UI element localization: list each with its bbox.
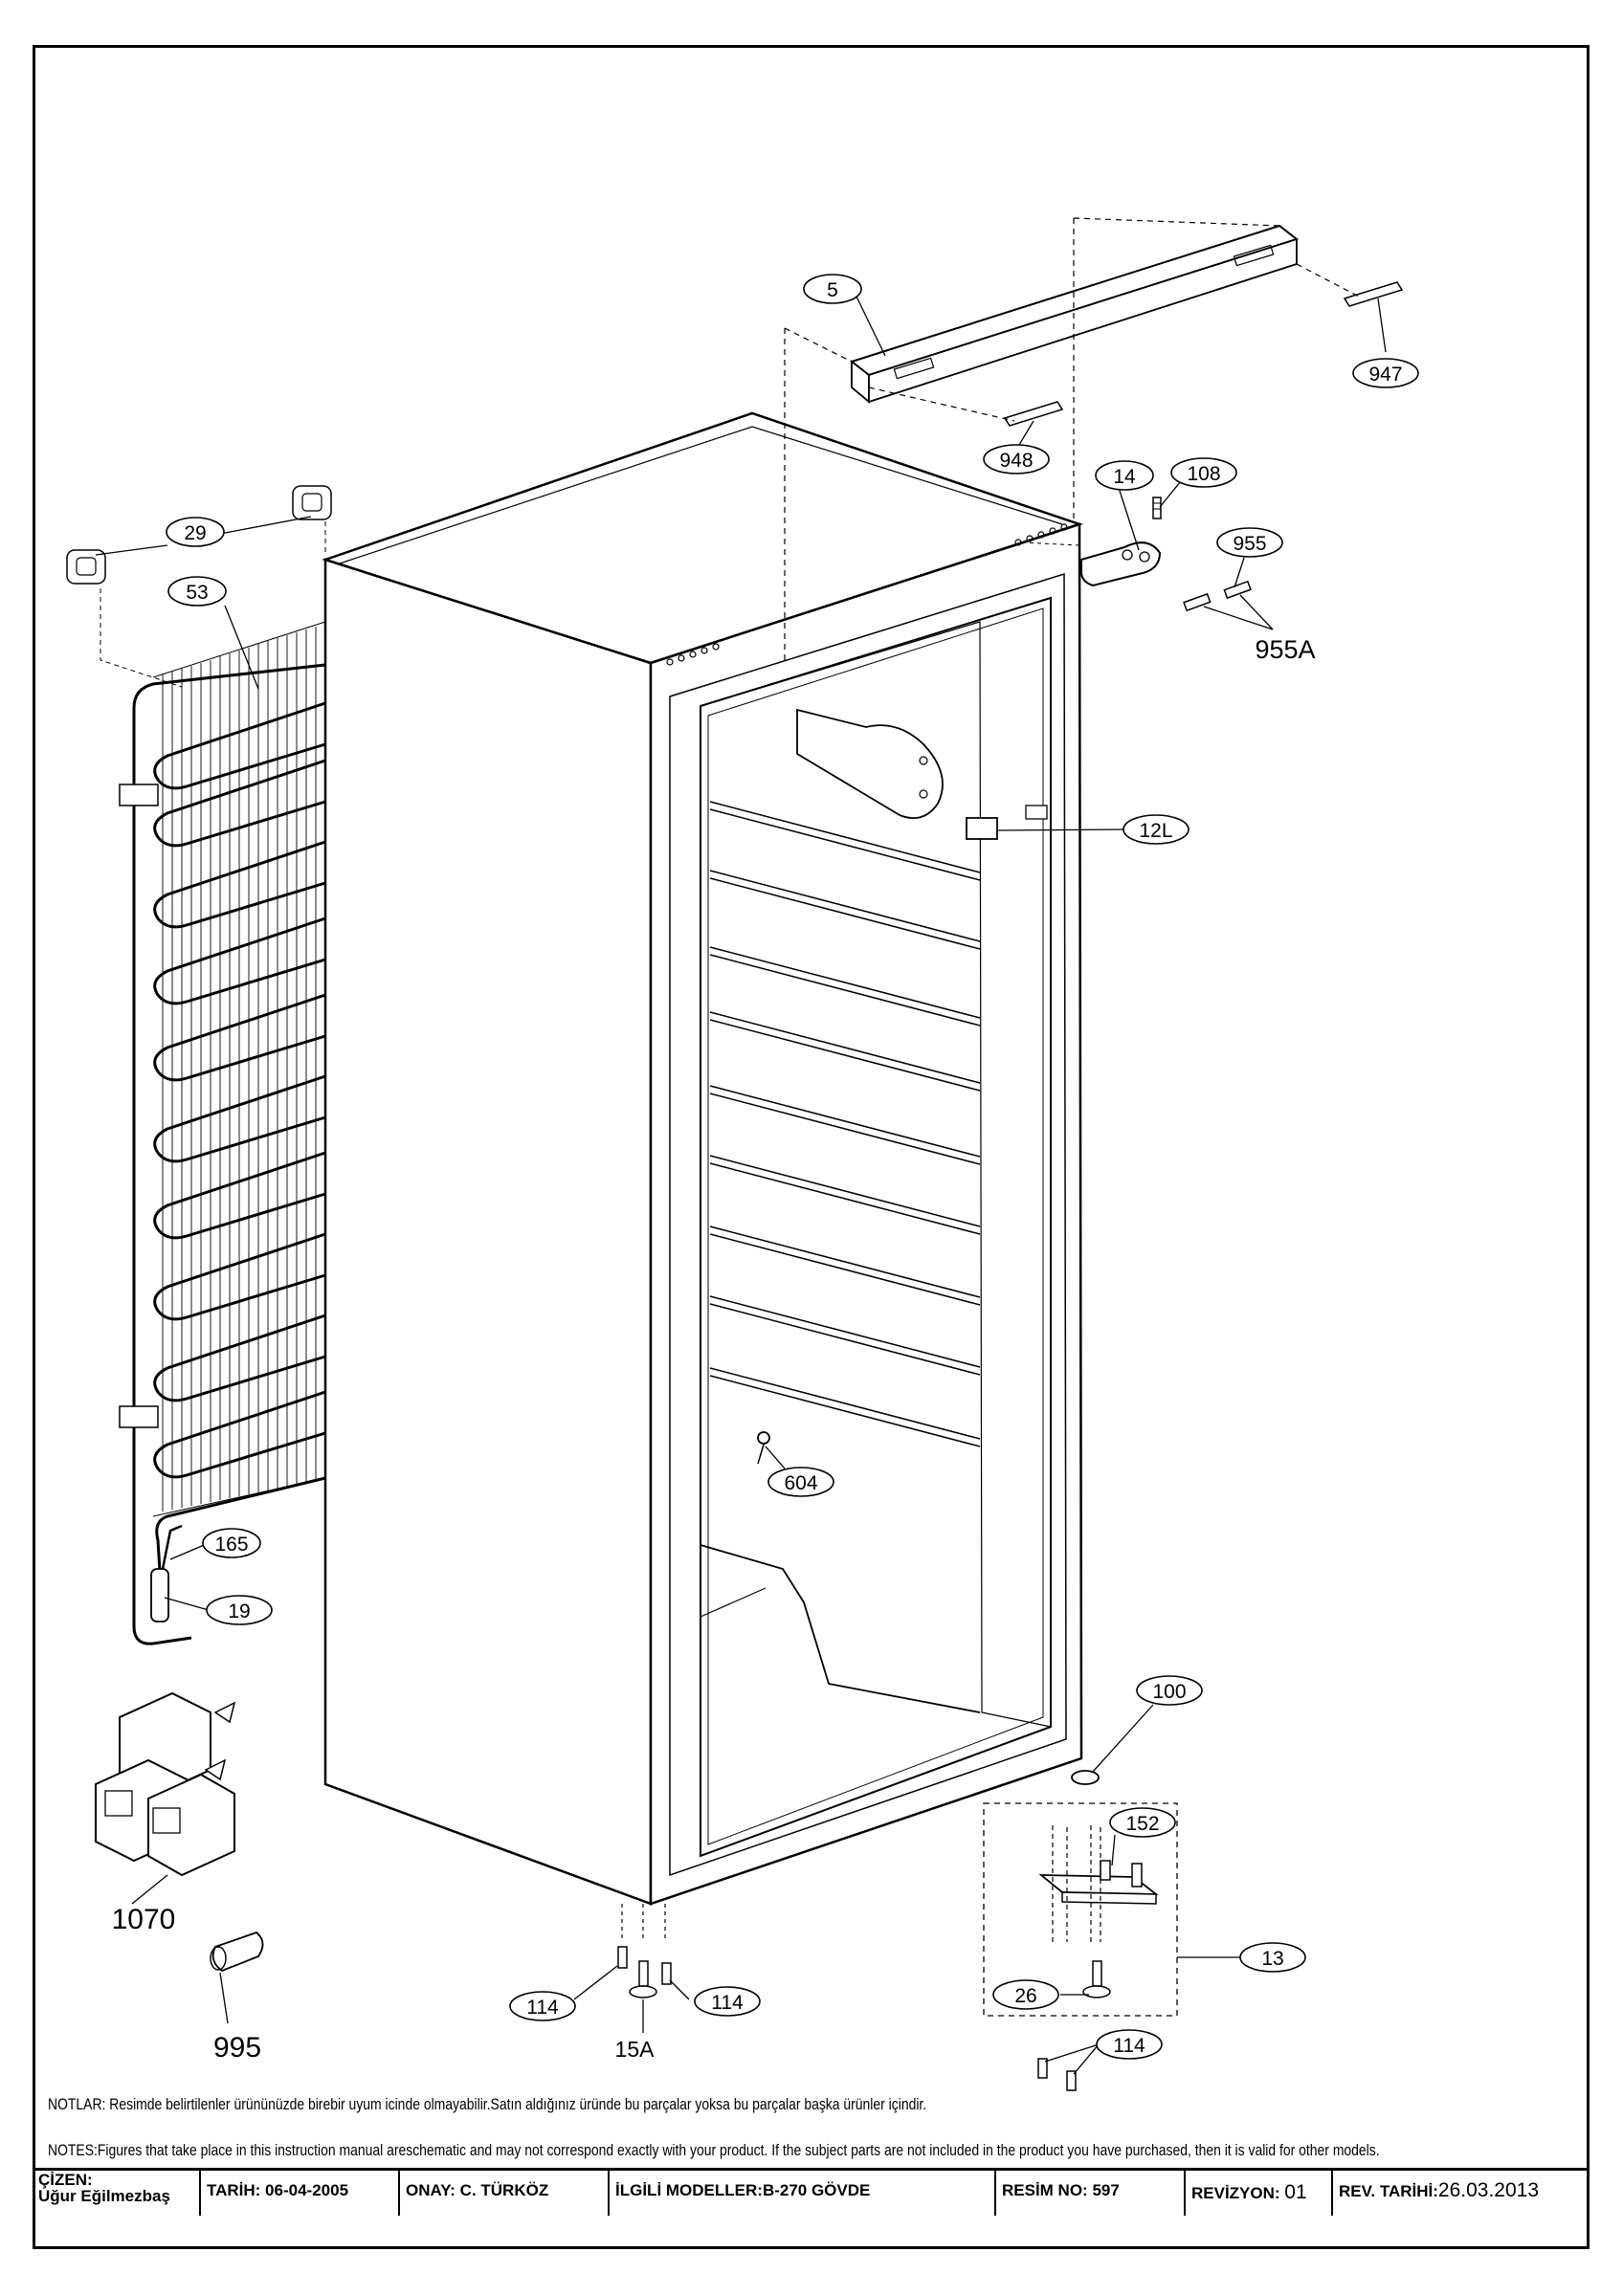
notes-turkish: NOTLAR: Resimde belirtilenler ürününüzde… <box>48 2095 927 2113</box>
title-block-row <box>33 2168 1590 2216</box>
callout-947: 947 <box>1368 364 1402 386</box>
revision-label: REVİZYON: <box>1191 2184 1280 2202</box>
approval-cell: ONAY: C. TÜRKÖZ <box>400 2168 610 2216</box>
condenser-wires <box>162 627 317 1512</box>
related-models-label: İLGİLİ MODELLER: <box>615 2181 763 2199</box>
callout-15A: 15A <box>615 2037 656 2062</box>
callout-114-hinge: 114 <box>1113 2035 1145 2057</box>
callout-152: 152 <box>1125 1813 1159 1835</box>
light-switch-part-12L <box>966 805 1048 840</box>
alignment-lines-top <box>784 217 1360 660</box>
callout-12L: 12L <box>1139 820 1172 842</box>
callout-114-right: 114 <box>711 1992 744 2014</box>
callout-29: 29 <box>184 522 206 544</box>
callout-114-left: 114 <box>526 1997 559 2019</box>
foot-part-100 <box>1071 1770 1100 1785</box>
related-models-cell: İLGİLİ MODELLER:B-270 GÖVDE <box>610 2168 996 2216</box>
callout-13: 13 <box>1261 1948 1283 1970</box>
lamp-part-604 <box>757 1431 770 1465</box>
notes-english: NOTES:Figures that take place in this in… <box>48 2141 1380 2159</box>
drawn-by-cell: ÇİZEN: Uğur Eğilmezbaş <box>33 2168 201 2216</box>
callout-995: 995 <box>213 2032 261 2064</box>
screw-part-108 <box>1152 497 1162 519</box>
plug-part-947 <box>1343 281 1404 307</box>
callout-26: 26 <box>1014 1985 1036 2007</box>
revision-date-cell: REV. TARİHİ:26.03.2013 <box>1333 2168 1590 2216</box>
screw-part-955 <box>1183 580 1252 612</box>
revision-cell: REVİZYON: 01 <box>1186 2168 1333 2216</box>
sleeve-part-995 <box>210 1931 264 1973</box>
revision-date-value: 26.03.2013 <box>1437 2179 1540 2201</box>
drawn-by-name: Uğur Eğilmezbaş <box>38 2187 170 2205</box>
callout-1070: 1070 <box>112 1904 176 1935</box>
callout-bubbles <box>166 274 1419 2060</box>
top-hinge-part-14 <box>1021 541 1162 587</box>
cabinet-body <box>322 411 1083 1906</box>
callout-53: 53 <box>186 582 208 604</box>
callout-955: 955 <box>1233 533 1266 555</box>
bottom-hinge-part-13 <box>983 1802 1178 2017</box>
drawing-number-cell: RESİM NO: 597 <box>996 2168 1186 2216</box>
callout-108: 108 <box>1187 463 1220 485</box>
filter-drier-part-19 <box>150 1524 183 1623</box>
bush-part-29 <box>66 485 332 688</box>
drawing-number-value: RESİM NO: 597 <box>1002 2181 1120 2199</box>
callout-100: 100 <box>1152 1681 1186 1703</box>
related-models-value: B-270 GÖVDE <box>762 2181 871 2199</box>
callout-14: 14 <box>1113 466 1136 488</box>
date-cell: TARİH: 06-04-2005 <box>201 2168 400 2216</box>
date-value: TARİH: 06-04-2005 <box>207 2181 349 2199</box>
callout-604: 604 <box>784 1472 817 1494</box>
callout-948: 948 <box>999 450 1033 472</box>
drawn-by-label: ÇİZEN: <box>38 2171 93 2189</box>
title-block: ÇİZEN: Uğur Eğilmezbaş TARİH: 06-04-2005… <box>33 2168 1590 2249</box>
plug-part-948 <box>1003 401 1064 427</box>
revision-value: 01 <box>1284 2181 1307 2203</box>
revision-date-label: REV. TARİHİ: <box>1339 2182 1438 2200</box>
approval-value: ONAY: C. TÜRKÖZ <box>406 2181 549 2199</box>
drawing-frame <box>33 45 1590 2249</box>
top-rail-part-5 <box>849 224 1300 404</box>
condenser-coil-part-53 <box>119 621 326 1645</box>
relay-part-1070 <box>95 1691 236 1877</box>
callout-165: 165 <box>214 1534 248 1556</box>
callout-19: 19 <box>228 1601 250 1623</box>
callout-955A: 955A <box>1255 635 1315 664</box>
callout-5: 5 <box>827 279 838 301</box>
screw-part-114 <box>617 1904 1077 2091</box>
